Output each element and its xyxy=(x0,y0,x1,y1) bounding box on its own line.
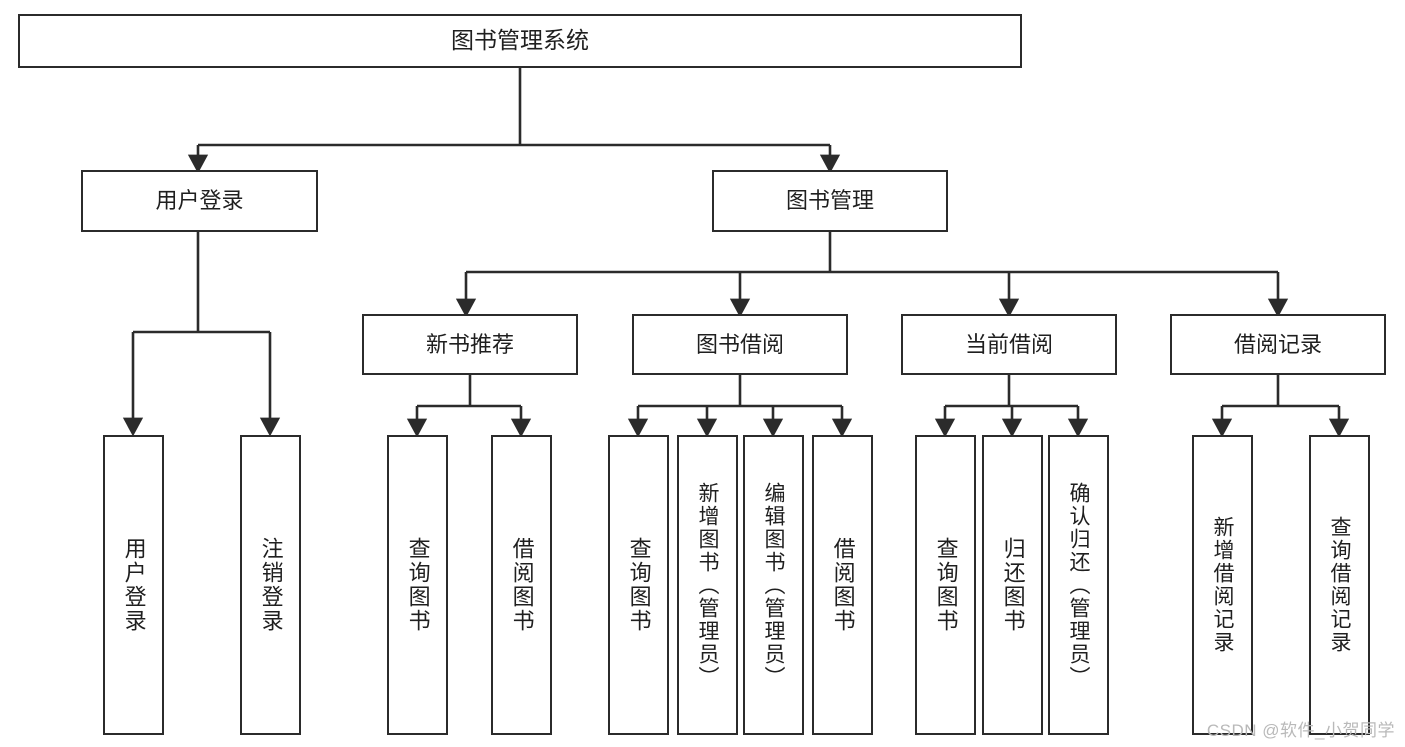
node-leaf-borrow-book-2-label: 借阅图书 xyxy=(830,537,856,633)
node-leaf-add-book[interactable]: 新增图书（管理员） xyxy=(677,435,738,735)
node-leaf-return-book-label: 归还图书 xyxy=(1000,537,1026,633)
node-borrow-record[interactable]: 借阅记录 xyxy=(1170,314,1386,375)
node-leaf-query-book-2[interactable]: 查询图书 xyxy=(608,435,669,735)
node-current-borrow-label: 当前借阅 xyxy=(964,331,1053,357)
csdn-watermark: CSDN @软件_小贺同学 xyxy=(1206,721,1395,740)
node-new-book-recommend-label: 新书推荐 xyxy=(425,331,514,357)
node-leaf-edit-book[interactable]: 编辑图书（管理员） xyxy=(743,435,804,735)
node-root[interactable]: 图书管理系统 xyxy=(18,14,1022,68)
node-leaf-add-book-label: 新增图书（管理员） xyxy=(696,481,720,689)
node-leaf-user-login-label: 用户登录 xyxy=(121,537,147,633)
node-book-borrow-label: 图书借阅 xyxy=(695,331,784,357)
node-root-label: 图书管理系统 xyxy=(451,27,589,54)
node-leaf-confirm-return[interactable]: 确认归还（管理员） xyxy=(1048,435,1109,735)
node-leaf-query-book-3[interactable]: 查询图书 xyxy=(915,435,976,735)
node-leaf-query-record[interactable]: 查询借阅记录 xyxy=(1309,435,1370,735)
node-leaf-add-record[interactable]: 新增借阅记录 xyxy=(1192,435,1253,735)
node-leaf-confirm-return-label: 确认归还（管理员） xyxy=(1067,481,1091,689)
node-leaf-query-book-2-label: 查询图书 xyxy=(626,537,652,633)
node-new-book-recommend[interactable]: 新书推荐 xyxy=(362,314,578,375)
node-leaf-borrow-book-2[interactable]: 借阅图书 xyxy=(812,435,873,735)
node-book-borrow[interactable]: 图书借阅 xyxy=(632,314,848,375)
node-leaf-borrow-book-1-label: 借阅图书 xyxy=(509,537,535,633)
node-user-login-label: 用户登录 xyxy=(155,188,244,214)
node-leaf-query-book-1[interactable]: 查询图书 xyxy=(387,435,448,735)
node-book-management[interactable]: 图书管理 xyxy=(712,170,948,232)
node-leaf-query-book-3-label: 查询图书 xyxy=(933,537,959,633)
node-leaf-query-book-1-label: 查询图书 xyxy=(405,537,431,633)
node-leaf-return-book[interactable]: 归还图书 xyxy=(982,435,1043,735)
node-leaf-edit-book-label: 编辑图书（管理员） xyxy=(762,481,786,689)
node-leaf-add-record-label: 新增借阅记录 xyxy=(1211,516,1235,654)
node-borrow-record-label: 借阅记录 xyxy=(1233,331,1322,357)
node-leaf-borrow-book-1[interactable]: 借阅图书 xyxy=(491,435,552,735)
node-leaf-query-record-label: 查询借阅记录 xyxy=(1328,516,1352,654)
node-leaf-logout-login[interactable]: 注销登录 xyxy=(240,435,301,735)
node-leaf-user-login[interactable]: 用户登录 xyxy=(103,435,164,735)
node-leaf-logout-login-label: 注销登录 xyxy=(258,537,284,633)
node-current-borrow[interactable]: 当前借阅 xyxy=(901,314,1117,375)
node-book-management-label: 图书管理 xyxy=(785,188,874,214)
node-user-login[interactable]: 用户登录 xyxy=(81,170,318,232)
